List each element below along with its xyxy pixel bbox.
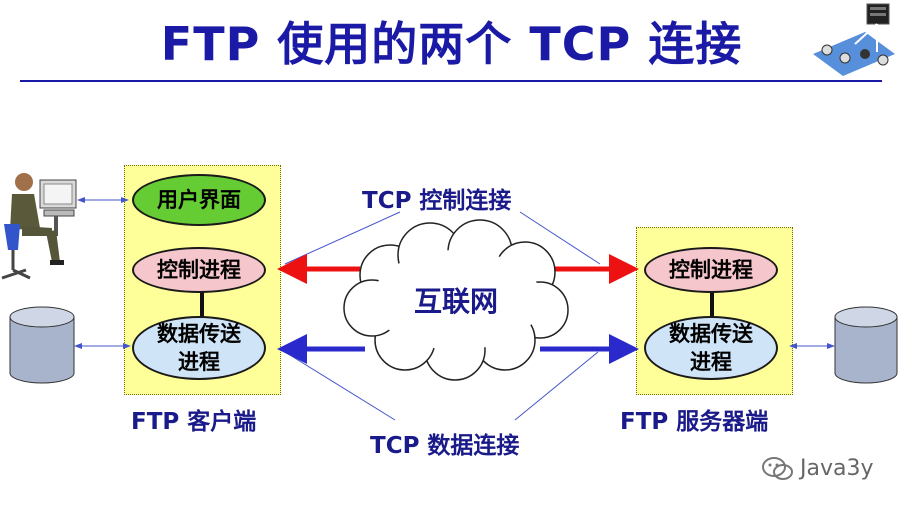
server-data-label-1: 数据传送 bbox=[669, 322, 753, 346]
server-data-oval: 数据传送进程 bbox=[644, 316, 778, 380]
client-disk-icon bbox=[9, 306, 75, 384]
server-control-label: 控制进程 bbox=[669, 258, 753, 282]
client-label: FTP 客户端 bbox=[131, 409, 257, 435]
data-connection-label: TCP 数据连接 bbox=[370, 433, 520, 459]
client-ui-label: 用户界面 bbox=[157, 188, 241, 212]
control-connection-label: TCP 控制连接 bbox=[362, 188, 512, 214]
internet-label: 互联网 bbox=[414, 285, 499, 318]
server-control-oval: 控制进程 bbox=[644, 247, 778, 293]
network-topology-icon bbox=[813, 3, 895, 76]
server-disk-icon bbox=[834, 306, 898, 384]
client-control-oval: 控制进程 bbox=[132, 247, 266, 293]
user-workstation-icon bbox=[1, 173, 77, 280]
client-data-label-1: 数据传送 bbox=[157, 322, 241, 346]
client-data-label-2: 进程 bbox=[178, 350, 220, 374]
server-label: FTP 服务器端 bbox=[620, 409, 769, 435]
watermark: Java3y bbox=[800, 456, 874, 481]
client-control-label: 控制进程 bbox=[157, 258, 241, 282]
client-data-oval: 数据传送进程 bbox=[132, 316, 266, 380]
page-title: FTP 使用的两个 TCP 连接 bbox=[160, 17, 743, 71]
server-data-label-2: 进程 bbox=[690, 350, 732, 374]
wechat-icon bbox=[762, 457, 793, 480]
title-divider bbox=[20, 80, 882, 82]
client-ui-oval: 用户界面 bbox=[132, 174, 266, 226]
